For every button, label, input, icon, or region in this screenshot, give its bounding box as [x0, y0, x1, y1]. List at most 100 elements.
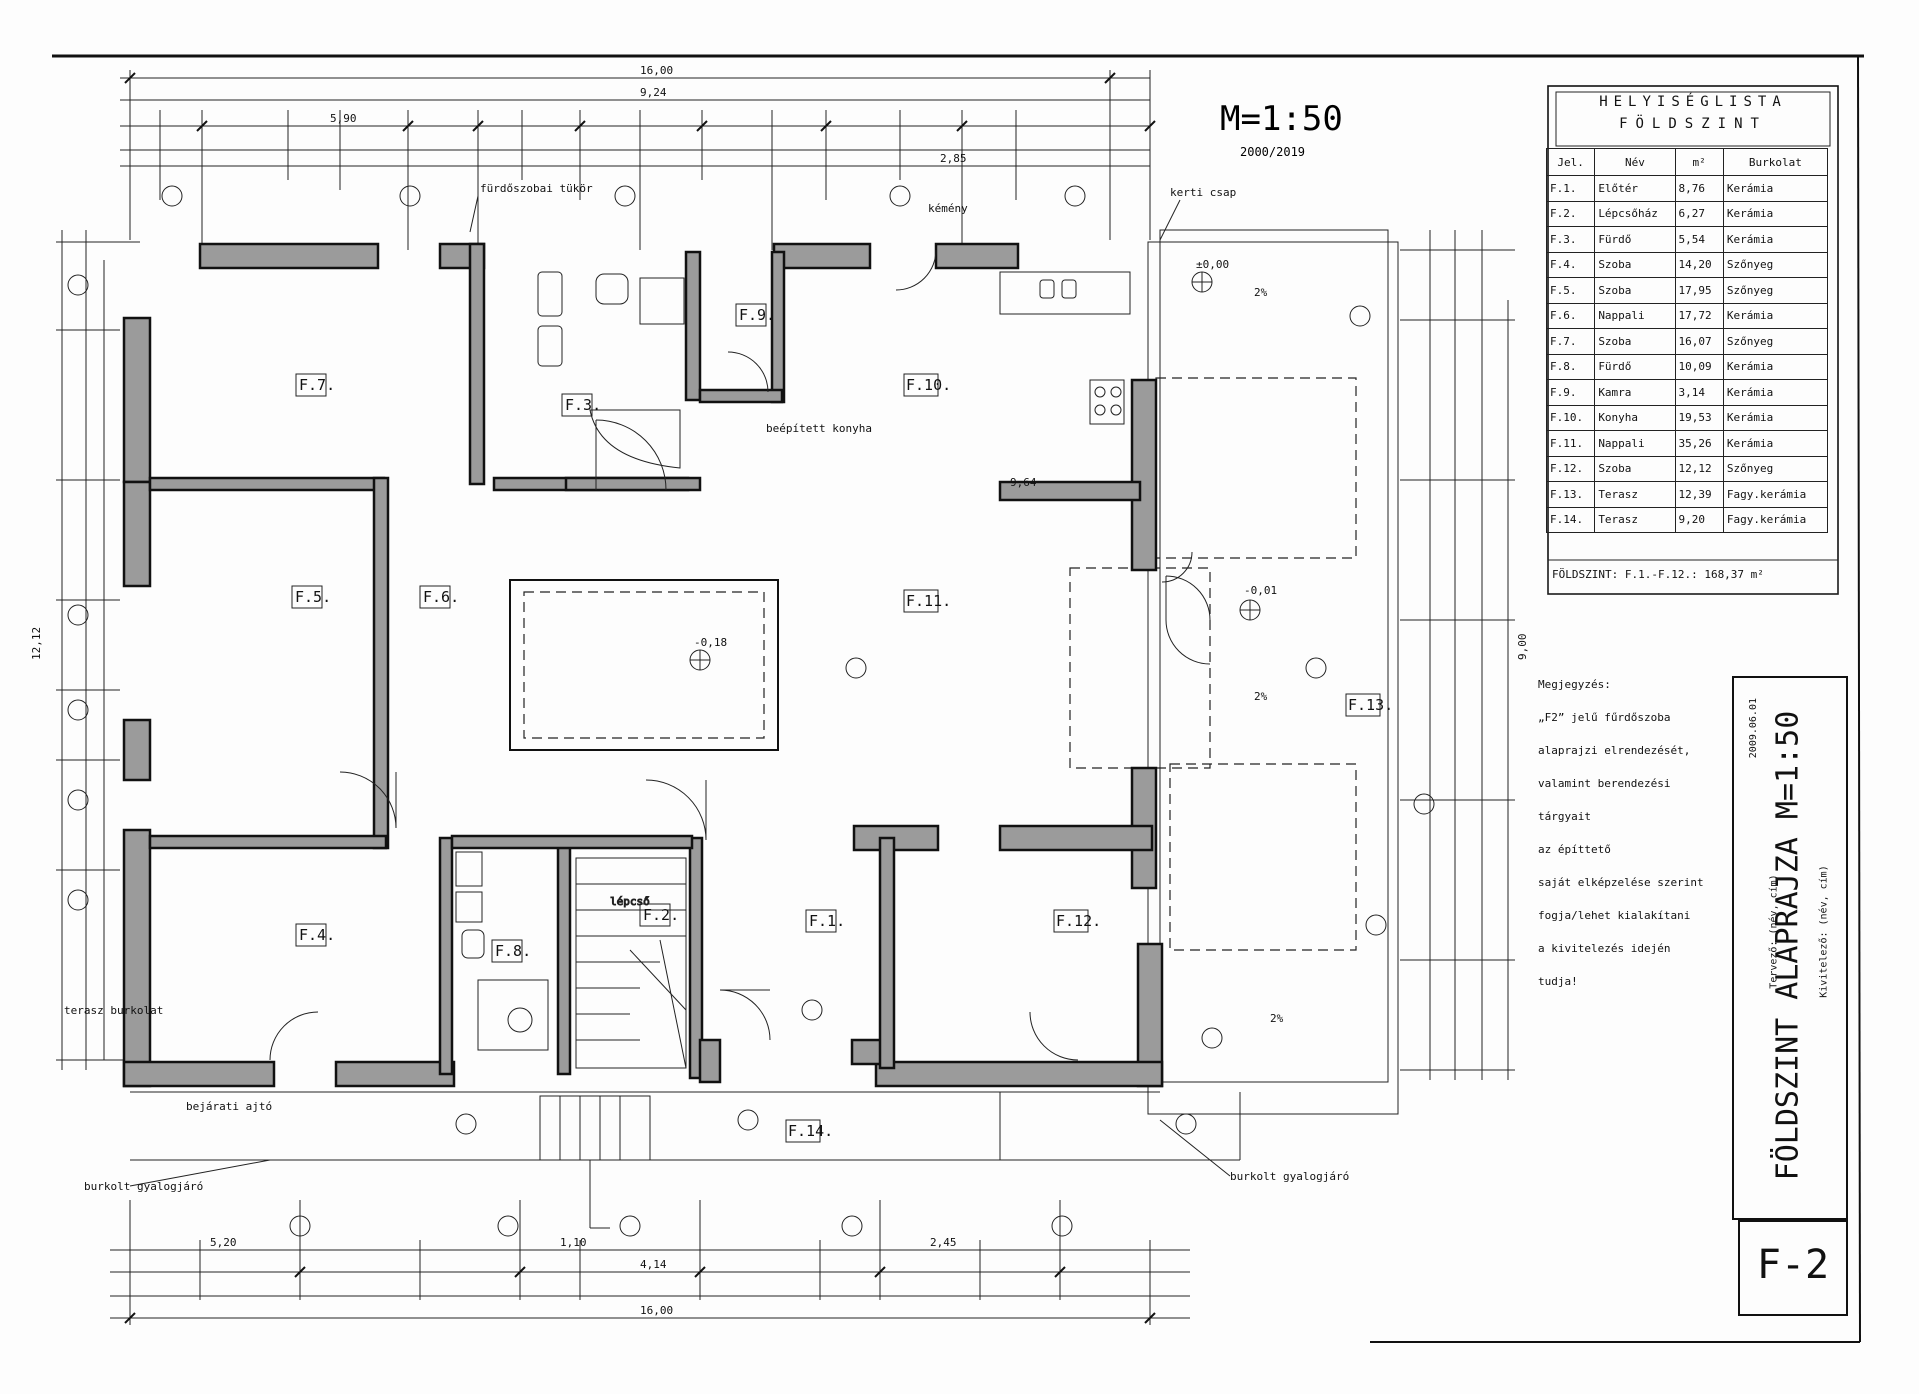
room-f9: F.9. [739, 306, 775, 324]
room-f3: F.3. [565, 396, 601, 414]
table-cell: 3,14 [1674, 379, 1724, 406]
table-cell: F.11. [1545, 430, 1596, 457]
title-line-contractor: Kivitelező: (név, cím) [1818, 865, 1830, 998]
table-cell: F.14. [1545, 506, 1596, 533]
title-block: FÖLDSZINT ALAPRAJZA M=1:50 Tervező: (név… [1732, 676, 1848, 1220]
dim-bottom-d: 2,45 [930, 1236, 957, 1249]
table-cell: 8,76 [1674, 175, 1724, 202]
table-cell: F.6. [1545, 302, 1596, 329]
note-title: Megjegyzés: [1538, 678, 1611, 691]
lower-bathroom-fixtures [455, 851, 549, 1051]
table-cell: Fagy.kerámia [1722, 481, 1829, 508]
table-subtitle: FÖLDSZINT [1619, 116, 1767, 132]
dimension-chains-top: 16,00 9,24 5,90 2,85 [120, 64, 1156, 250]
table-cell: Szőnyeg [1722, 251, 1829, 278]
table-cell: Kamra [1594, 379, 1676, 406]
table-cell: Fürdő [1594, 353, 1676, 380]
sheet-border-right [1857, 55, 1861, 1343]
note-line: a kivitelezés idején [1538, 942, 1671, 955]
slope-a: 2% [1254, 286, 1268, 299]
slope-b: 2% [1254, 690, 1268, 703]
table-total: FÖLDSZINT: F.1.-F.12.: 168,37 m² [1552, 568, 1764, 581]
dim-bottom-c: 1,10 [560, 1236, 587, 1249]
note-tap: kerti csap [1170, 186, 1236, 199]
table-cell: F.8. [1545, 353, 1596, 380]
room-f12: F.12. [1056, 912, 1101, 930]
table-cell: F.7. [1545, 328, 1596, 355]
exterior-walls [122, 242, 1164, 1088]
table-cell: 12,39 [1674, 481, 1724, 508]
annotations: fürdőszobai tükör kerti csap beépített k… [64, 182, 1349, 1193]
table-title-block: HELYISÉGLISTA FÖLDSZINT [1556, 92, 1830, 132]
slope-c: 2% [1270, 1012, 1284, 1025]
dim-total-width-top: 16,00 [640, 64, 673, 77]
axis-markers [67, 185, 1387, 1237]
inner-courtyard [509, 579, 779, 751]
dimension-chains-left: 12,12 [30, 230, 140, 1070]
table-cell: F.2. [1545, 200, 1596, 227]
table-cell: Lépcsőház [1594, 200, 1676, 227]
table-title: HELYISÉGLISTA [1599, 94, 1787, 110]
table-cell: 16,07 [1674, 328, 1724, 355]
note-entrance: bejárati ajtó [186, 1100, 272, 1113]
table-cell: Kerámia [1722, 353, 1829, 380]
table-cell: Konyha [1594, 404, 1676, 431]
room-f1: F.1. [809, 912, 845, 930]
level-c: -0,01 [1244, 584, 1277, 597]
room-f8: F.8. [495, 942, 531, 960]
table-cell: Szőnyeg [1722, 455, 1829, 482]
dim-bottom-a: 5,20 [210, 1236, 237, 1249]
table-cell: 10,09 [1674, 353, 1724, 380]
sheet-id: F-2 [1756, 1242, 1830, 1288]
room-f5: F.5. [295, 588, 331, 606]
dim-right-total: 9,00 [1516, 634, 1529, 661]
table-cell: Kerámia [1722, 200, 1829, 227]
note-chimney: kémény [928, 202, 968, 215]
table-cell: Kerámia [1722, 302, 1829, 329]
note-pavement-right: burkolt gyalogjáró [1230, 1170, 1349, 1183]
table-cell: 6,27 [1674, 200, 1724, 227]
level-b: -0,18 [694, 636, 727, 649]
interior-walls [148, 242, 1142, 1084]
note-line: az építtető [1538, 843, 1611, 856]
note-line: alaprajzi elrendezését, [1538, 744, 1691, 757]
note-line: saját elképzelése szerint [1538, 876, 1704, 889]
table-cell: 35,26 [1674, 430, 1724, 457]
room-labels: F.7. F.3. F.9. F.10. F.5. F.6. F.11. F.1… [291, 303, 1393, 1143]
dim-total-width-bottom: 16,00 [640, 1304, 673, 1317]
dim-bottom-b: 4,14 [640, 1258, 667, 1271]
table-cell: Terasz [1594, 481, 1676, 508]
table-cell: 12,12 [1674, 455, 1724, 482]
room-f2: F.2. [643, 906, 679, 924]
table-cell: F.13. [1545, 481, 1596, 508]
col-header-m2: m² [1674, 148, 1724, 176]
bathroom-fixtures [537, 271, 685, 469]
room-f10: F.10. [906, 376, 951, 394]
table-cell: Kerámia [1722, 226, 1829, 253]
table-cell: Előtér [1594, 175, 1676, 202]
dim-top-b: 5,90 [330, 112, 357, 125]
table-cell: F.5. [1545, 277, 1596, 304]
table-cell: 5,54 [1674, 226, 1724, 253]
table-cell: Kerámia [1722, 404, 1829, 431]
room-f6: F.6. [423, 588, 459, 606]
room-f11: F.11. [906, 592, 951, 610]
table-cell: Szoba [1594, 455, 1676, 482]
title-date: 2009.06.01 [1748, 698, 1759, 759]
level-a: ±0,00 [1196, 258, 1229, 271]
terrace-outlines [130, 229, 1399, 1229]
note-line: tudja! [1538, 975, 1578, 988]
kitchen-fixtures [999, 271, 1131, 425]
table-cell: Terasz [1594, 506, 1676, 533]
col-header-jel: Jel. [1545, 148, 1596, 176]
table-cell: Nappali [1594, 430, 1676, 457]
col-header-burkolat: Burkolat [1722, 148, 1829, 176]
scale-sub: 2000/2019 [1240, 145, 1305, 159]
dim-top-c: 2,85 [940, 152, 967, 165]
table-cell: Szőnyeg [1722, 277, 1829, 304]
